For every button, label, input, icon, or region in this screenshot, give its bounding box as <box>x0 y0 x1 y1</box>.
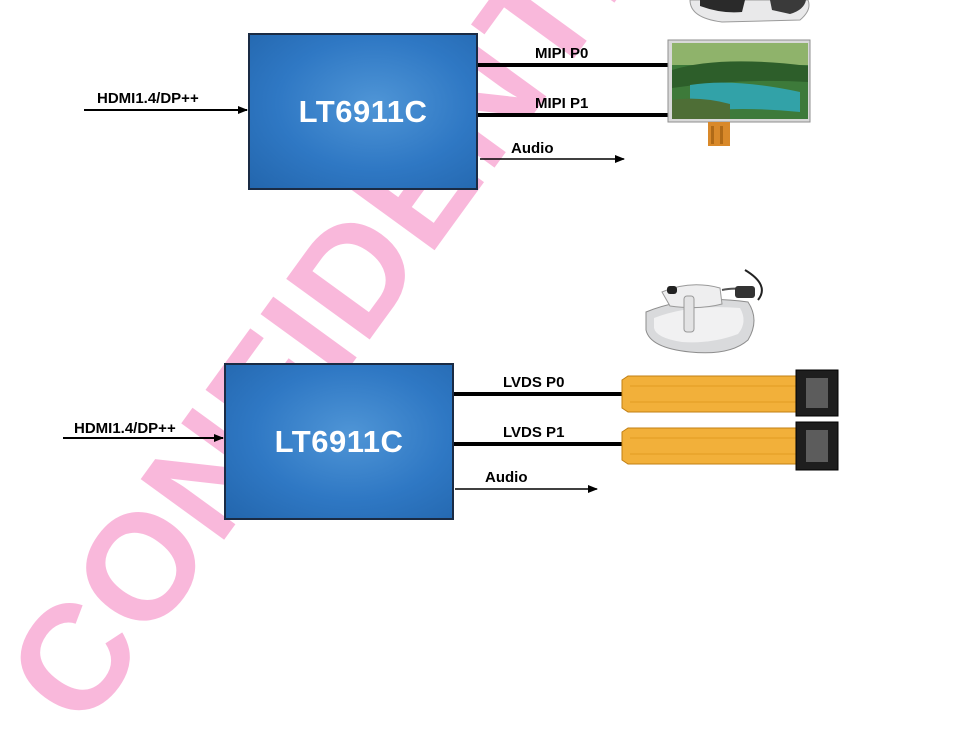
bottom-input-label: HDMI1.4/DP++ <box>74 420 176 437</box>
diagram-canvas: CONFIDENTIAL <box>0 0 839 752</box>
bottom-audio-label: Audio <box>485 469 528 486</box>
top-chip-block: LT6911C <box>248 33 478 190</box>
bottom-chip-block: LT6911C <box>224 363 454 520</box>
bottom-output-2-label: LVDS P1 <box>503 424 565 441</box>
bottom-chip-label: LT6911C <box>274 423 404 459</box>
top-output-1-label: MIPI P0 <box>535 45 589 62</box>
lvds-p0-panel <box>621 369 839 417</box>
vr-headset-icon <box>689 0 810 23</box>
mipi-display-panel <box>667 39 811 146</box>
lvds-headset-icon <box>645 269 763 354</box>
top-chip-label: LT6911C <box>298 93 428 129</box>
top-input-label: HDMI1.4/DP++ <box>97 90 199 107</box>
top-audio-label: Audio <box>511 140 554 157</box>
bottom-output-1-label: LVDS P0 <box>503 374 565 391</box>
top-output-2-label: MIPI P1 <box>535 95 589 112</box>
connection-lines <box>63 0 839 493</box>
lvds-p1-panel <box>621 421 839 471</box>
